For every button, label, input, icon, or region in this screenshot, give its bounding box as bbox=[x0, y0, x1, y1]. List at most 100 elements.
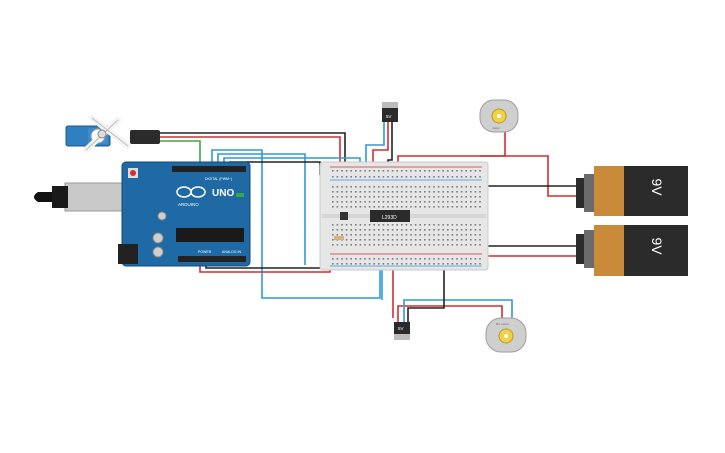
breadboard-hole bbox=[424, 186, 426, 188]
breadboard-hole bbox=[479, 186, 481, 188]
breadboard-hole bbox=[355, 186, 357, 188]
breadboard-hole bbox=[437, 196, 440, 198]
breadboard-hole bbox=[345, 206, 348, 208]
breadboard-hole bbox=[428, 239, 431, 241]
breadboard-hole bbox=[382, 234, 385, 236]
breadboard-hole bbox=[479, 201, 481, 203]
breadboard-hole bbox=[433, 244, 435, 246]
breadboard-hole bbox=[373, 234, 375, 236]
breadboard-hole bbox=[396, 244, 398, 246]
breadboard-hole bbox=[433, 176, 435, 178]
breadboard-hole bbox=[414, 201, 417, 203]
breadboard-hole bbox=[378, 186, 380, 188]
breadboard-hole bbox=[474, 191, 477, 193]
breadboard-hole bbox=[465, 170, 467, 172]
breadboard-hole bbox=[442, 206, 444, 208]
breadboard-hole bbox=[465, 191, 467, 193]
breadboard-hole bbox=[368, 234, 371, 236]
breadboard-hole bbox=[456, 229, 458, 231]
breadboard-hole bbox=[419, 229, 421, 231]
breadboard-hole bbox=[391, 186, 394, 188]
breadboard-hole bbox=[474, 263, 477, 265]
breadboard-hole bbox=[414, 170, 417, 172]
breadboard-hole bbox=[433, 229, 435, 231]
breadboard-hole bbox=[460, 229, 463, 231]
breadboard-hole bbox=[396, 170, 398, 172]
breadboard-hole bbox=[350, 224, 352, 226]
breadboard-hole bbox=[456, 191, 458, 193]
breadboard-hole bbox=[424, 258, 426, 260]
breadboard-hole bbox=[391, 244, 394, 246]
breadboard-hole bbox=[359, 170, 362, 172]
breadboard-hole bbox=[341, 196, 343, 198]
breadboard-hole bbox=[414, 186, 417, 188]
breadboard-hole bbox=[378, 258, 380, 260]
breadboard-hole bbox=[424, 244, 426, 246]
breadboard-hole bbox=[382, 201, 385, 203]
breadboard-hole bbox=[419, 186, 421, 188]
breadboard-hole bbox=[378, 176, 380, 178]
breadboard-hole bbox=[378, 201, 380, 203]
breadboard-hole bbox=[373, 239, 375, 241]
breadboard-hole bbox=[419, 244, 421, 246]
breadboard-hole bbox=[368, 206, 371, 208]
breadboard-hole bbox=[382, 191, 385, 193]
breadboard-hole bbox=[401, 170, 403, 172]
breadboard-hole bbox=[332, 206, 334, 208]
breadboard-hole bbox=[355, 170, 357, 172]
breadboard-hole bbox=[382, 239, 385, 241]
breadboard-hole bbox=[332, 239, 334, 241]
breadboard-hole bbox=[401, 201, 403, 203]
breadboard-hole bbox=[479, 196, 481, 198]
breadboard-hole bbox=[428, 191, 431, 193]
breadboard-hole bbox=[410, 258, 412, 260]
breadboard-hole bbox=[437, 239, 440, 241]
breadboard-hole bbox=[401, 263, 403, 265]
breadboard-hole bbox=[451, 244, 454, 246]
breadboard-hole bbox=[396, 239, 398, 241]
breadboard-hole bbox=[419, 170, 421, 172]
breadboard-hole bbox=[355, 258, 357, 260]
breadboard-hole bbox=[460, 196, 463, 198]
breadboard-hole bbox=[387, 206, 389, 208]
breadboard-hole bbox=[456, 186, 458, 188]
breadboard-hole bbox=[359, 201, 362, 203]
battery-9v-bottom: 9V bbox=[576, 225, 688, 276]
wire-reg-bot-black bbox=[407, 262, 445, 322]
breadboard-hole bbox=[470, 201, 472, 203]
breadboard-hole bbox=[364, 263, 366, 265]
breadboard-hole bbox=[433, 258, 435, 260]
breadboard-hole bbox=[382, 196, 385, 198]
breadboard-hole bbox=[414, 229, 417, 231]
breadboard-hole bbox=[410, 176, 412, 178]
breadboard-hole bbox=[470, 224, 472, 226]
breadboard-hole bbox=[428, 196, 431, 198]
breadboard-hole bbox=[345, 191, 348, 193]
breadboard-hole bbox=[359, 186, 362, 188]
arduino-brand-label: ARDUINO bbox=[178, 202, 199, 207]
breadboard-hole bbox=[341, 244, 343, 246]
breadboard-hole bbox=[410, 201, 412, 203]
battery-9v-top: 9V bbox=[576, 166, 688, 216]
breadboard-hole bbox=[378, 234, 380, 236]
breadboard-hole bbox=[387, 224, 389, 226]
breadboard-hole bbox=[433, 224, 435, 226]
breadboard-hole bbox=[437, 244, 440, 246]
breadboard-hole bbox=[470, 234, 472, 236]
breadboard-hole bbox=[437, 224, 440, 226]
breadboard-hole bbox=[470, 170, 472, 172]
regulator-top-label: 5V bbox=[386, 114, 392, 119]
breadboard-hole bbox=[401, 234, 403, 236]
breadboard-hole bbox=[345, 244, 348, 246]
breadboard-hole bbox=[387, 196, 389, 198]
breadboard-hole bbox=[391, 258, 394, 260]
breadboard-hole bbox=[378, 224, 380, 226]
breadboard-hole bbox=[474, 258, 477, 260]
breadboard-hole bbox=[410, 263, 412, 265]
breadboard-hole bbox=[456, 244, 458, 246]
breadboard-hole bbox=[332, 263, 334, 265]
breadboard-hole bbox=[373, 191, 375, 193]
breadboard-hole bbox=[391, 224, 394, 226]
breadboard-hole bbox=[391, 176, 394, 178]
breadboard-hole bbox=[382, 206, 385, 208]
